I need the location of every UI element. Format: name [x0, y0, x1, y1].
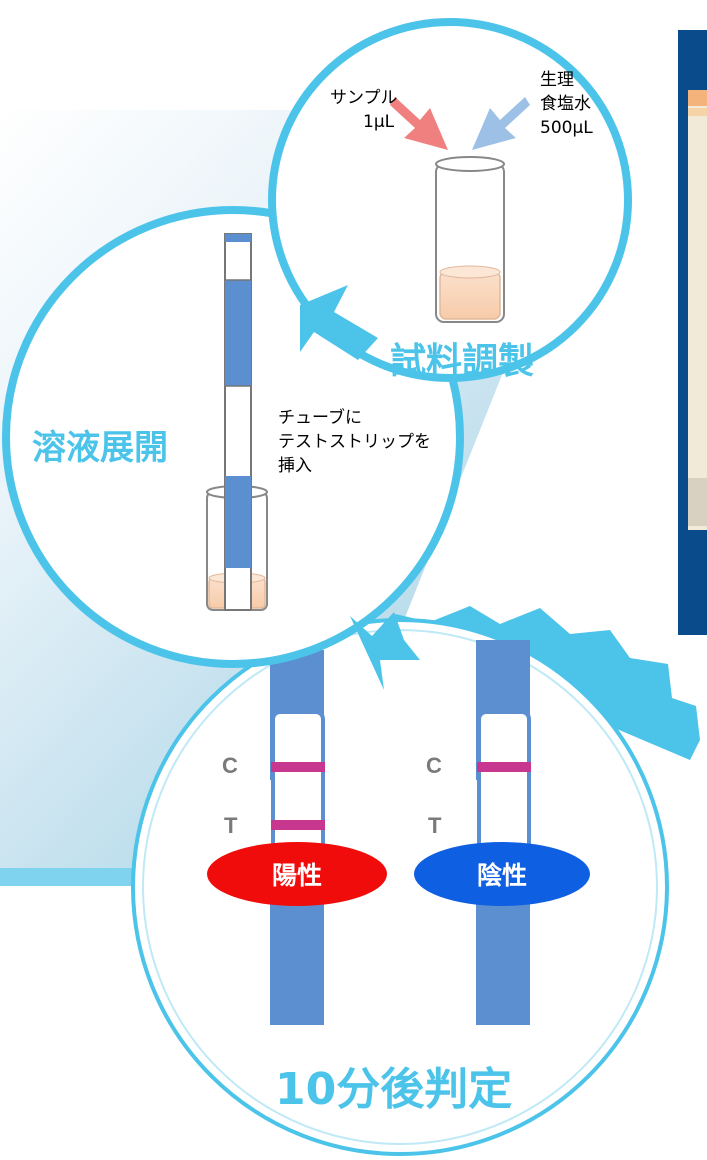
prep-circle: [268, 18, 632, 382]
positive-test-letter: T: [224, 813, 238, 838]
negative-badge: 陰性: [414, 842, 590, 906]
positive-test-line: [271, 820, 325, 830]
negative-test-letter: T: [428, 813, 442, 838]
sample-arrow: [390, 97, 448, 150]
positive-badge: 陽性: [207, 842, 387, 906]
positive-control-line: [271, 762, 325, 772]
negative-control-letter: C: [426, 753, 442, 778]
judge-circle: [131, 606, 700, 1156]
develop-test-strip: [224, 233, 252, 611]
prep-title: 試料調製: [390, 341, 535, 382]
saline-label-line3: 500μL: [540, 118, 593, 138]
negative-control-line: [477, 762, 531, 772]
negative-strip: [476, 640, 531, 1025]
arrow-develop-to-judge: [350, 612, 420, 690]
arrow-prep-to-develop: [300, 285, 378, 360]
product-box: [688, 90, 707, 530]
develop-instruction-line1: チューブに: [278, 408, 362, 428]
develop-instruction-line3: 挿入: [278, 456, 312, 476]
box-stripe-orange: [688, 90, 707, 106]
positive-label: 陽性: [271, 861, 322, 890]
judge-circle-outline: [131, 618, 669, 1156]
saline-label-line1: 生理: [540, 70, 574, 90]
saline-arrow: [472, 97, 530, 150]
develop-instruction-line2: テストストリップを: [278, 432, 431, 452]
develop-title: 溶液展開: [32, 428, 168, 468]
negative-label: 陰性: [476, 861, 527, 890]
judge-title: 10分後判定: [275, 1064, 513, 1115]
sample-label-line2: 1μL: [363, 112, 395, 132]
box-tab: [688, 478, 707, 526]
sample-label-line1: サンプル: [330, 88, 398, 108]
saline-label-line2: 食塩水: [540, 94, 591, 114]
box-stripe-light: [688, 108, 707, 116]
positive-control-letter: C: [222, 753, 238, 778]
positive-strip: [270, 650, 325, 1025]
prep-tube: [435, 156, 505, 323]
